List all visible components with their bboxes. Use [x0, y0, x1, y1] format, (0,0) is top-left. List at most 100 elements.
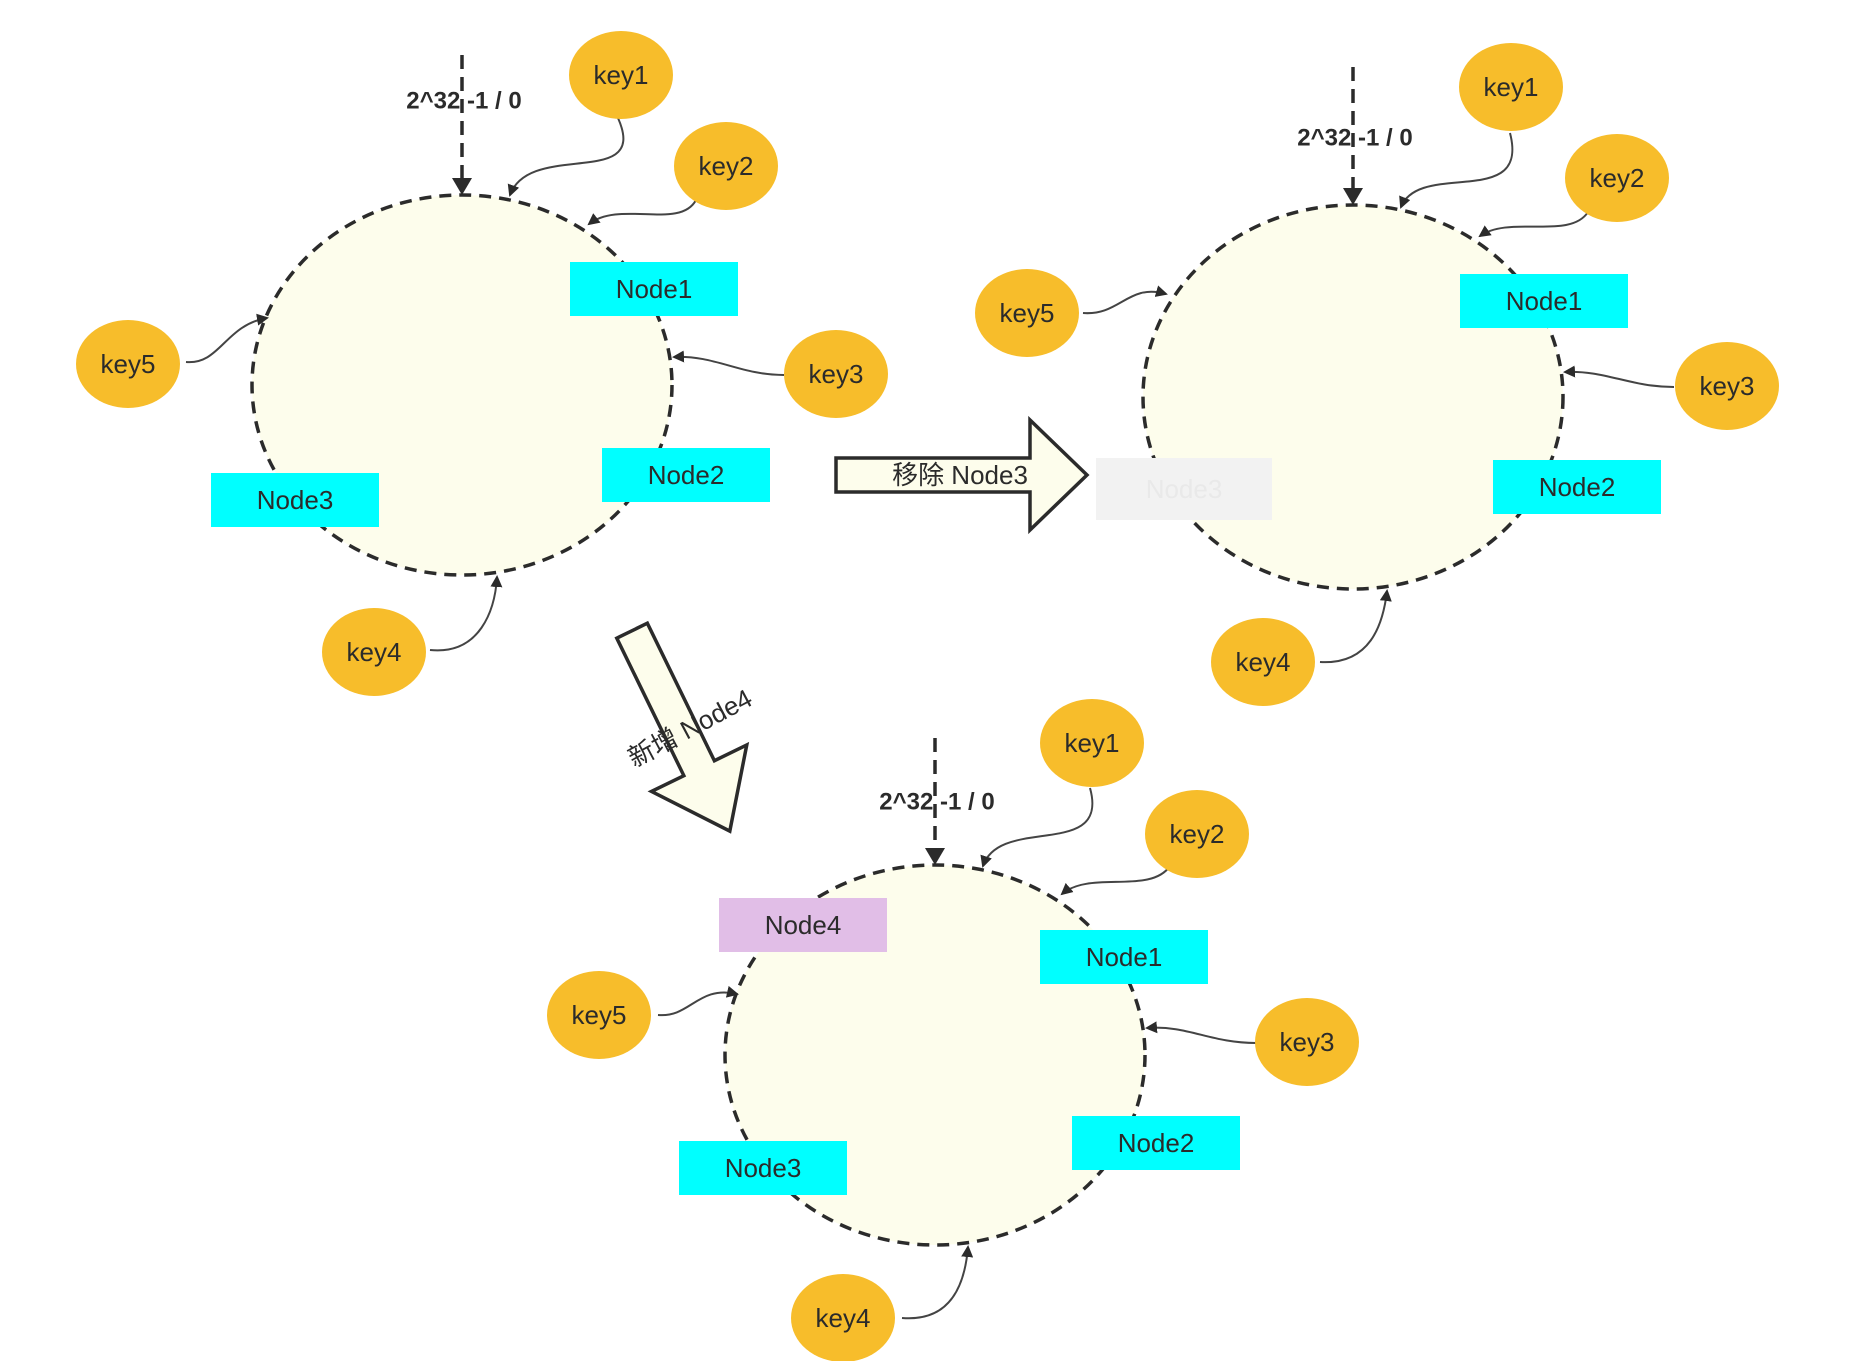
node-box [570, 262, 738, 316]
node-box [1040, 930, 1208, 984]
key-key1: key1 [569, 31, 673, 119]
node-label: Node2 [648, 460, 725, 490]
origin-label: 2^32 -1 / 0 [406, 88, 521, 115]
origin-label: 2^32 -1 / 0 [1297, 125, 1412, 152]
right-arrow-icon [834, 415, 1090, 535]
key-label: key2 [699, 151, 754, 181]
node-label: Node2 [1539, 472, 1616, 502]
node-label: Node3 [1146, 474, 1223, 504]
key-key2: key2 [1565, 134, 1669, 222]
key4-connector [901, 1245, 974, 1320]
key-ellipse [547, 971, 651, 1059]
remove-label: 移除 Node3 [892, 460, 1028, 490]
origin-label: 2^32 -1 / 0 [879, 789, 994, 816]
node-node3-removed: Node3 [1096, 458, 1272, 520]
down-arrow-icon [614, 620, 750, 834]
key-ellipse [784, 330, 888, 418]
node-node2: Node2 [1493, 460, 1661, 514]
key5-connector [185, 313, 269, 364]
key-label: key1 [1065, 728, 1120, 758]
key-label: key4 [347, 637, 402, 667]
key1-connector [507, 117, 625, 197]
key-label: key2 [1590, 163, 1645, 193]
key-label: key1 [594, 60, 649, 90]
key3-connector [1145, 1021, 1257, 1044]
key-key2: key2 [1145, 790, 1249, 878]
node-box [1493, 460, 1661, 514]
key-ellipse [1565, 134, 1669, 222]
key-ellipse [1211, 618, 1315, 706]
node-box [1072, 1116, 1240, 1170]
key-label: key3 [1280, 1027, 1335, 1057]
key1-connector [1399, 132, 1514, 209]
key-ellipse [1459, 43, 1563, 131]
key-label: key2 [1170, 819, 1225, 849]
key-ellipse [569, 31, 673, 119]
key-ellipse [975, 269, 1079, 357]
key-label: key4 [1236, 647, 1291, 677]
node-label: Node3 [257, 485, 334, 515]
ring-after-add: 2^32 -1 / 0 key1 key2 key3 key4 key5 [547, 699, 1359, 1361]
node-node2: Node2 [1072, 1116, 1240, 1170]
node-node2: Node2 [602, 448, 770, 502]
key-ellipse [1145, 790, 1249, 878]
ring-original: 2^32 -1 / 0 key1 key2 key3 key4 key5 [76, 31, 888, 696]
key-key1: key1 [1040, 699, 1144, 787]
node-node3: Node3 [211, 473, 379, 527]
key-key5: key5 [547, 971, 651, 1059]
key-ellipse [1040, 699, 1144, 787]
add-transition: 新增 Node4 [614, 620, 757, 834]
node-box [602, 448, 770, 502]
node-box [211, 473, 379, 527]
key5-connector [657, 985, 739, 1017]
node-node1: Node1 [1040, 930, 1208, 984]
key-ellipse [1255, 998, 1359, 1086]
key-label: key3 [1700, 371, 1755, 401]
node-node1: Node1 [570, 262, 738, 316]
key-key4: key4 [1211, 618, 1315, 706]
key-label: key4 [816, 1303, 871, 1333]
key4-connector [429, 575, 503, 652]
key3-connector [672, 350, 785, 376]
node-label: Node2 [1118, 1128, 1195, 1158]
node-label: Node1 [1086, 942, 1163, 972]
key-label: key1 [1484, 72, 1539, 102]
key-label: key5 [101, 349, 156, 379]
node-box [1096, 458, 1272, 520]
key5-connector [1082, 285, 1168, 315]
key-ellipse [791, 1274, 895, 1361]
key-key3: key3 [1255, 998, 1359, 1086]
key2-connector [1478, 211, 1589, 238]
hash-ring [1141, 203, 1565, 591]
key2-connector [1060, 865, 1171, 896]
origin-arrow-icon [925, 848, 945, 865]
ring-after-remove: 2^32 -1 / 0 key1 key2 key3 key4 key5 [975, 43, 1779, 706]
key-key4: key4 [791, 1274, 895, 1361]
node-box [719, 898, 887, 952]
key-label: key5 [572, 1000, 627, 1030]
node-box [1460, 274, 1628, 328]
key-key3: key3 [1675, 342, 1779, 430]
key4-connector [1319, 589, 1392, 664]
origin-arrow-icon [1343, 188, 1363, 205]
key-key5: key5 [76, 320, 180, 408]
key2-connector [587, 199, 697, 226]
remove-transition: 移除 Node3 [834, 415, 1090, 535]
key-key4: key4 [322, 608, 426, 696]
origin-arrow-icon [452, 178, 472, 195]
node-label: Node4 [765, 910, 842, 940]
key1-connector [980, 787, 1094, 868]
key-ellipse [674, 122, 778, 210]
node-label: Node1 [616, 274, 693, 304]
key-ellipse [1675, 342, 1779, 430]
node-node3: Node3 [679, 1141, 847, 1195]
node-box [679, 1141, 847, 1195]
key-key3: key3 [784, 330, 888, 418]
key-key1: key1 [1459, 43, 1563, 131]
key3-connector [1563, 365, 1675, 388]
key-ellipse [322, 608, 426, 696]
node-label: Node3 [725, 1153, 802, 1183]
key-key5: key5 [975, 269, 1079, 357]
key-key2: key2 [674, 122, 778, 210]
